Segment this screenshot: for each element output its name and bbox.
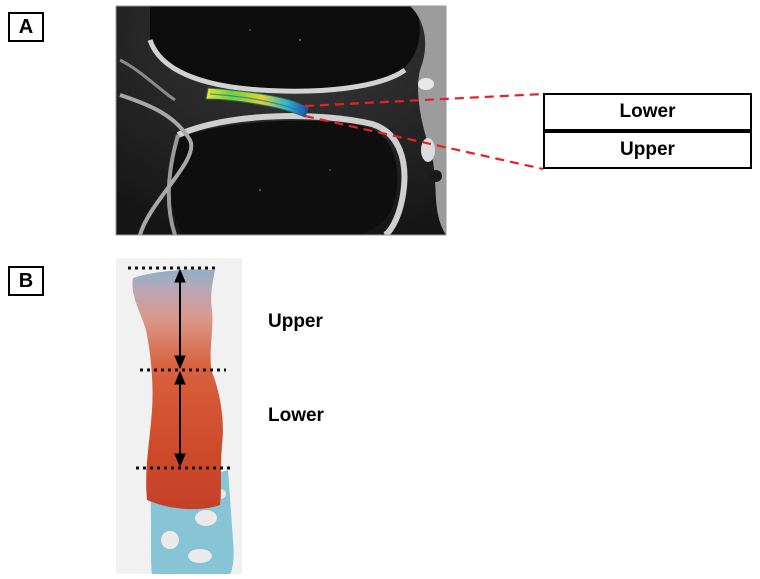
leader-line-upper — [304, 114, 544, 171]
upper-thickness-arrow — [174, 268, 186, 370]
panel-b-label: B — [8, 266, 44, 296]
region-label-upper: Upper — [268, 311, 323, 332]
region-label-lower: Lower — [268, 405, 324, 426]
lower-thickness-arrow — [174, 370, 186, 468]
box-label-lower: Lower — [543, 93, 752, 131]
cartilage-thickness-map — [205, 87, 309, 118]
box-label-upper: Upper — [543, 131, 752, 169]
leader-line-lower — [304, 92, 544, 108]
mri-image — [116, 6, 446, 235]
panel-a-label: A — [8, 12, 44, 42]
